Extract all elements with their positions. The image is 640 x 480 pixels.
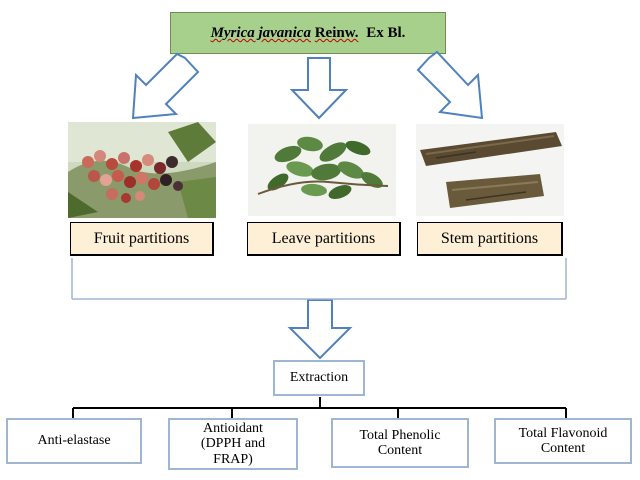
- partition-leave: Leave partitions: [247, 222, 401, 256]
- method-antioxidant-line-1: Antioidant: [203, 420, 263, 436]
- method-total-flavonoid: Total Flavonoid Content: [494, 418, 632, 464]
- title-box: Myrica javanica Reinw. Ex Bl.: [170, 12, 446, 54]
- extraction-box: Extraction: [273, 360, 365, 396]
- partition-stem-label: Stem partitions: [440, 229, 539, 247]
- method-total-flavonoid-line-2: Content: [540, 441, 586, 456]
- method-antioxidant-line-2: (DPPH and: [200, 436, 266, 452]
- extraction-label: Extraction: [289, 370, 349, 386]
- leaf-photo: [248, 124, 396, 216]
- down-arrow-icon: [287, 299, 353, 360]
- partition-fruit: Fruit partitions: [70, 222, 214, 256]
- down-arrow-icon: [131, 52, 200, 120]
- partition-stem: Stem partitions: [417, 222, 563, 256]
- method-total-flavonoid-line-1: Total Flavonoid: [518, 425, 608, 441]
- method-total-phenolic-line-1: Total Phenolic: [359, 427, 441, 443]
- method-antioxidant: Antioidant (DPPH and FRAP): [168, 418, 298, 470]
- partition-leave-label: Leave partitions: [271, 229, 376, 247]
- species-suffix: Ex Bl.: [366, 24, 406, 41]
- down-arrow-icon: [289, 57, 349, 120]
- method-anti-elastase-line-1: Anti-elastase: [37, 433, 111, 449]
- stem-photo: [416, 124, 564, 216]
- method-anti-elastase: Anti-elastase: [6, 418, 142, 464]
- method-antioxidant-line-3: FRAP): [213, 451, 253, 467]
- fruit-photo: [68, 122, 216, 218]
- partition-fruit-label: Fruit partitions: [93, 229, 190, 247]
- species-name: Myrica javanica: [210, 24, 311, 41]
- species-author: Reinw.: [314, 24, 359, 41]
- method-total-phenolic: Total Phenolic Content: [331, 418, 469, 468]
- method-total-phenolic-line-2: Content: [377, 443, 423, 458]
- down-arrow-icon: [416, 50, 484, 120]
